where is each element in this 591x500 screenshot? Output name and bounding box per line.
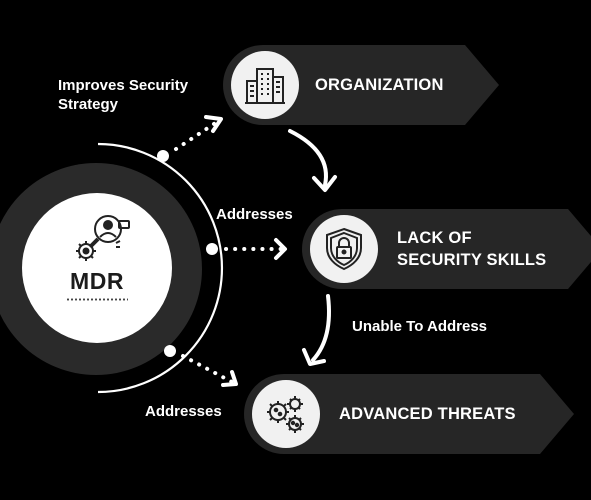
hub-outer-arc bbox=[97, 142, 224, 394]
node-advanced-threats: ADVANCED THREATS bbox=[244, 374, 574, 454]
arc-dot-middle bbox=[206, 243, 218, 255]
node-title: ADVANCED THREATS bbox=[339, 405, 516, 423]
edge-label-addresses-skills: Addresses bbox=[216, 206, 293, 223]
edge-label-improves-strategy: Improves Security Strategy bbox=[58, 76, 188, 114]
edge-label-line: Strategy bbox=[58, 96, 119, 113]
arc-dot-bottom bbox=[164, 345, 176, 357]
node-title-line: LACK OF bbox=[397, 229, 472, 247]
arrow-hub-to-organization bbox=[174, 118, 222, 151]
edge-label-unable-to-address: Unable To Address bbox=[352, 318, 488, 335]
edge-label-line: Improves Security bbox=[58, 77, 189, 94]
node-lack-of-security-skills: LACK OF SECURITY SKILLS bbox=[302, 209, 591, 289]
node-title-line: SECURITY SKILLS bbox=[397, 251, 547, 269]
node-organization: ORGANIZATION bbox=[223, 45, 499, 125]
mdr-underline bbox=[66, 298, 128, 301]
shield-lock-icon bbox=[310, 215, 378, 283]
edge-label-addresses-threats: Addresses bbox=[145, 403, 222, 420]
arc-dot-top bbox=[157, 150, 169, 162]
node-title: ORGANIZATION bbox=[315, 76, 444, 94]
arrow-hub-to-threats bbox=[181, 354, 236, 385]
virus-icon bbox=[252, 380, 320, 448]
building-icon bbox=[231, 51, 299, 119]
mdr-label: MDR bbox=[70, 268, 124, 294]
arrow-skills-to-threats bbox=[311, 294, 331, 362]
arrow-organization-to-skills bbox=[288, 129, 328, 187]
node-title: LACK OF SECURITY SKILLS bbox=[397, 227, 546, 271]
